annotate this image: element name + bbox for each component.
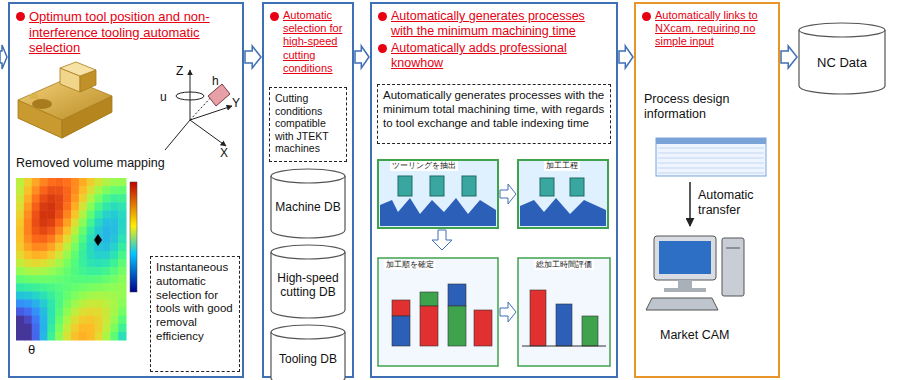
heading-row: Automatically links to NXcam, requiring … [642,9,772,49]
illustration-caption: 加工工程 [544,161,580,171]
stage-heading: Automatically adds professional knowhow [391,41,610,71]
note-box: Automatically generates processes with t… [377,84,611,144]
illustration-caption: 総加工時間評価 [534,260,594,270]
stage-heading: Automatically generates processes with t… [391,9,610,39]
database-cylinder: High-speed cutting DB [270,244,346,318]
bullet-dot [378,12,387,21]
cylinder-outline [270,324,346,380]
figure-label: Z [176,64,183,78]
flow-arrow-stub [0,45,7,69]
figure-label: Y [232,96,242,110]
flow-arrow [245,46,261,68]
note-text: Automatically generates processes with t… [383,89,605,130]
heading-row: Automatically generates processes with t… [378,9,610,39]
figure-label: h [212,74,219,88]
figure-label: θ [28,342,35,358]
database-cylinder: NC Data [798,22,886,94]
map-marker [94,234,102,246]
figure-label: u [160,90,167,104]
illustration-caption: 加工順を確定 [384,260,436,270]
note-text: Cutting conditions compatible with JTEKT… [275,92,341,155]
figure-label: Process design information [644,92,774,122]
stage-panel: Automatic selection for high-speed cutti… [262,2,354,378]
flow-arrow [355,46,369,68]
figure-label: X [220,146,228,160]
figure-label: Market CAM [660,328,729,343]
part-model [18,62,112,138]
illustration-caption: ツーリングを抽出 [390,161,458,171]
flow-arrow [619,46,633,68]
stage-heading: Automatically links to NXcam, requiring … [655,9,772,49]
database-name: NC Data [817,56,867,71]
computer-icon [646,236,744,310]
volume-heatmap [16,178,127,341]
bullet-dot [642,12,651,21]
heading-row: Optimum tool position and non-interferen… [16,9,236,56]
flow-arrow [781,46,797,68]
figure-label: Removed volume mapping [16,156,165,171]
figure-label: Automatic transfer [698,188,774,218]
transfer-arrow [689,182,691,226]
heading-row: Automatically adds professional knowhow [378,41,610,71]
bullet-dot [16,12,25,21]
stage-panel: Optimum tool position and non-interferen… [8,2,244,378]
stage-heading: Optimum tool position and non-interferen… [29,9,236,56]
bullet-dot [378,44,387,53]
stage-heading: Automatic selection for high-speed cutti… [283,9,346,75]
stage-panel: Automatically generates processes with t… [370,2,618,378]
table-thumbnail [656,138,766,176]
database-name: Tooling DB [279,353,337,367]
axes-sketch [165,70,232,150]
database-cylinder: Machine DB [270,168,346,238]
process-illustration [378,160,610,366]
bullet-dot [270,12,279,21]
database-cylinder: Tooling DB [270,324,346,380]
note-box: Instantaneous automatic selection for to… [150,256,240,372]
note-box: Cutting conditions compatible with JTEKT… [269,87,347,162]
database-name: High-speed cutting DB [274,272,342,300]
note-text: Instantaneous automatic selection for to… [156,261,234,344]
heading-row: Automatic selection for high-speed cutti… [270,9,346,75]
database-name: Machine DB [275,201,340,215]
color-scale [130,182,137,292]
